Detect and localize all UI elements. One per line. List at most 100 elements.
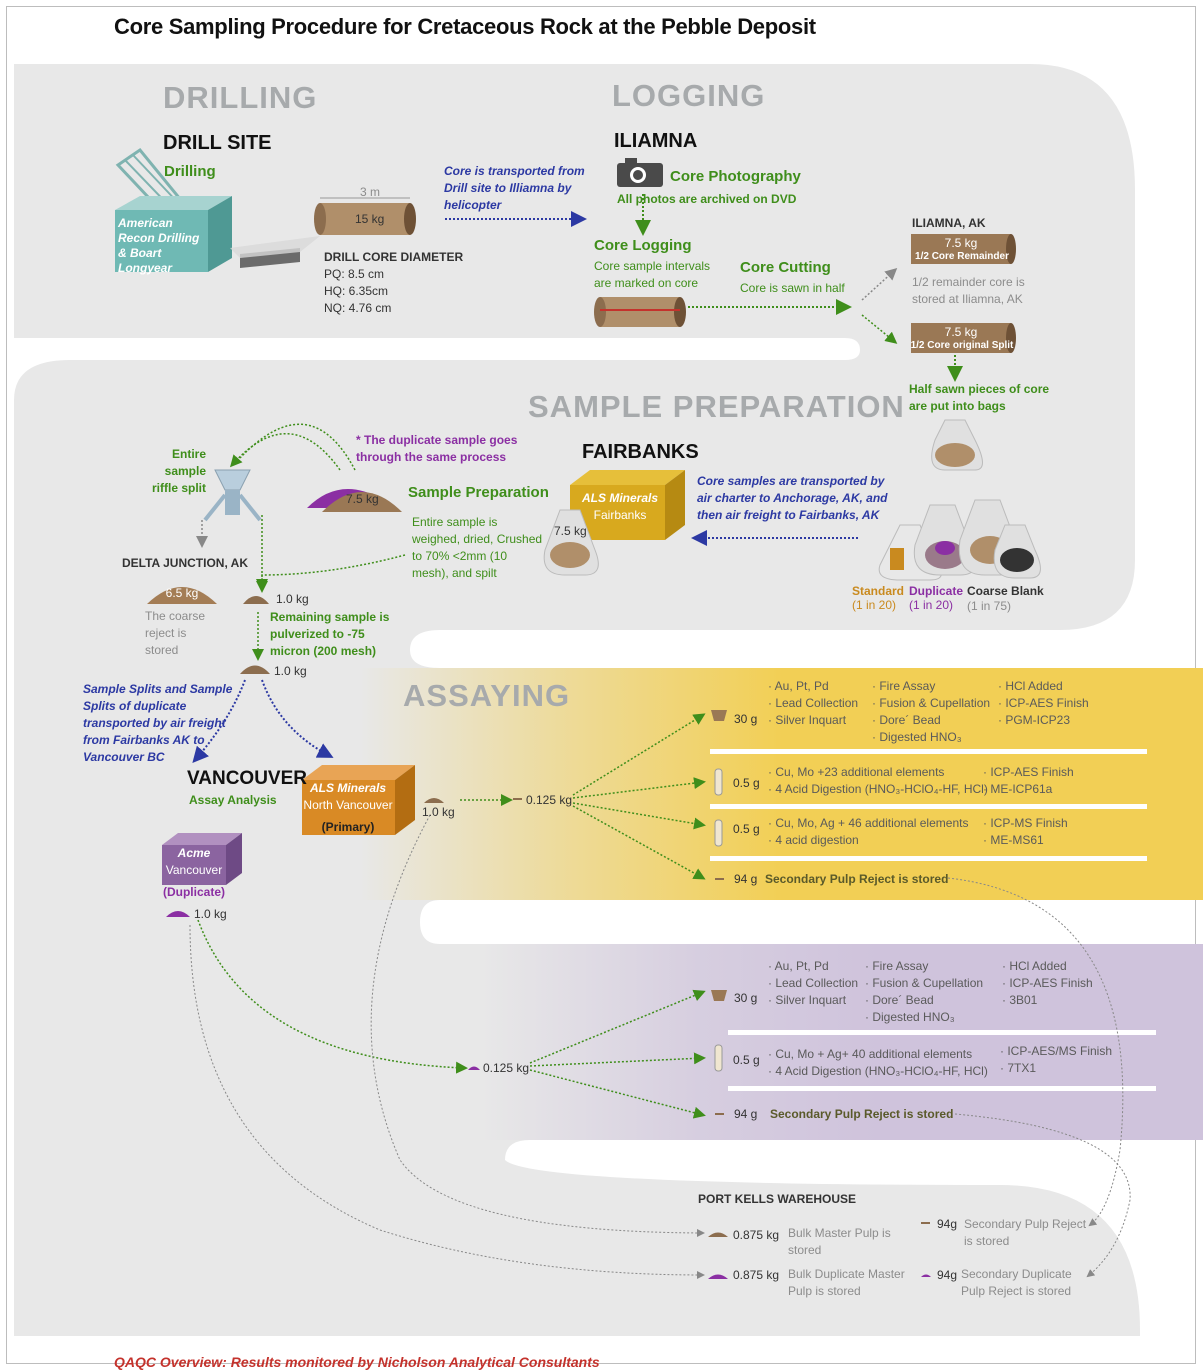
qc-standard: Standard (1 in 20): [852, 584, 905, 612]
coarse-reject-pile-icon: [147, 587, 217, 604]
half-core-remainder-icon: [911, 234, 1016, 264]
coarse-reject-note: The coarse reject is stored: [145, 609, 206, 657]
acme-sub: Vancouver: [165, 863, 223, 877]
core-photography-title: Core Photography: [670, 168, 801, 185]
als-fairbanks-box: [570, 470, 685, 540]
bag-note: Half sawn pieces of core are put into ba…: [909, 382, 1050, 413]
qc-duplicate: Duplicate (1 in 20): [909, 584, 964, 612]
iliamna-ak-title: ILIAMNA, AK: [912, 216, 986, 230]
helicopter-transport-note: Core is transported from Drill site to I…: [444, 164, 585, 212]
dup-row1-amount: 30 g: [734, 991, 758, 1005]
acme-duplicate-label: (Duplicate): [162, 885, 225, 899]
iliamna-title: ILIAMNA: [614, 130, 698, 152]
sample-preparation-title: Sample Preparation: [408, 484, 549, 501]
pile-weight: 7.5 kg: [346, 492, 379, 506]
coarse-reject-weight: 6.5 kg: [165, 586, 199, 600]
als-vancouver-sub: North Vancouver: [303, 798, 393, 812]
qaqc-footer: QAQC Overview: Results monitored by Nich…: [114, 1354, 600, 1370]
bulk-master-note: Bulk Master Pulp is stored: [788, 1226, 891, 1257]
primary-row1-col3: · HCl Added· ICP-AES Finish· PGM-ICP23: [998, 679, 1089, 727]
drill-rig-icon: [115, 147, 320, 272]
primary-row1-col2: · Fire Assay· Fusion & Cupellation· Dore…: [872, 679, 991, 744]
acme-split-weight: 0.125 kg: [483, 1061, 530, 1075]
pulverize-note: Remaining sample is pulverized to -75 mi…: [270, 610, 390, 658]
primary-row2-amount: 0.5 g: [733, 776, 760, 790]
riffle-split-note: Entire sample riffle split: [151, 447, 206, 495]
pulp-pile-icon: [240, 665, 270, 674]
primary-reject-amount: 94 g: [734, 872, 758, 886]
dup-reject-amount: 94 g: [734, 1107, 758, 1121]
dup-row1-col3: · HCl Added· ICP-AES Finish· 3B01: [1002, 959, 1093, 1007]
bulk-master-amount: 0.875 kg: [733, 1228, 780, 1242]
dup-row2-col3: · ICP-AES/MS Finish· 7TX1: [1000, 1044, 1113, 1075]
als-vancouver-label: ALS Minerals: [309, 781, 387, 795]
als-fairbanks-sub: Fairbanks: [593, 508, 647, 522]
fairbanks-bag-weight: 7.5 kg: [554, 524, 587, 538]
acme-label: Acme: [177, 846, 211, 860]
bulk-duplicate-amount: 0.875 kg: [733, 1268, 780, 1282]
primary-row3-amount: 0.5 g: [733, 822, 760, 836]
drill-company-label: American Recon Drilling & Boart Longyear: [118, 216, 200, 275]
page-title: Core Sampling Procedure for Cretaceous R…: [114, 14, 816, 39]
als-pulp-weight: 1.0 kg: [422, 805, 455, 819]
split-pile-icon: [243, 596, 269, 604]
primary-row2-col1: · Cu, Mo +23 additional elements· 4 Acid…: [768, 765, 988, 796]
logging-core-icon: [594, 297, 686, 327]
remainder-note: 1/2 remainder core is stored at Iliamna,…: [912, 275, 1025, 306]
dup-row1-col2: · Fire Assay· Fusion & Cupellation· Dore…: [865, 959, 984, 1024]
secondary-reject-note: Secondary Pulp Reject is stored: [964, 1217, 1087, 1248]
section-drilling: DRILLING: [163, 80, 318, 115]
duplicate-note: * The duplicate sample goes through the …: [356, 433, 518, 464]
fairbanks-transport-note: Core samples are transported by air char…: [697, 474, 888, 522]
als-vancouver-box: [302, 765, 415, 835]
diameter-pq: PQ: 8.5 cm: [324, 267, 385, 281]
core-weight: 15 kg: [355, 212, 385, 226]
photo-archive-note: All photos are archived on DVD: [617, 192, 797, 206]
primary-row3-col1: · Cu, Mo, Ag + 46 additional elements· 4…: [768, 816, 969, 847]
half-core-split-icon: [911, 323, 1016, 353]
diameter-hq: HQ: 6.35cm: [324, 284, 389, 298]
acme-pulp-weight: 1.0 kg: [194, 907, 227, 921]
als-fairbanks-label: ALS Minerals: [581, 491, 659, 505]
section-logging: LOGGING: [612, 78, 766, 113]
primary-row3-col3: · ICP-MS Finish· ME-MS61: [983, 816, 1068, 847]
camera-icon: [617, 158, 663, 187]
sample-pile-icon: [322, 492, 402, 512]
primary-reject-note: Secondary Pulp Reject is stored: [765, 872, 949, 886]
splits-transport-note: Sample Splits and Sample Splits of dupli…: [83, 682, 233, 764]
section-assaying: ASSAYING: [403, 678, 571, 713]
sample-preparation-note: Entire sample is weighed, dried, Crushed…: [412, 515, 543, 580]
assay-analysis-label: Assay Analysis: [189, 793, 277, 807]
core-cutting-note: Core is sawn in half: [740, 281, 845, 295]
secondary-dup-note: Secondary Duplicate Pulp Reject is store…: [961, 1267, 1072, 1298]
delta-junction-title: DELTA JUNCTION, AK: [122, 556, 248, 570]
primary-row1-amount: 30 g: [734, 712, 758, 726]
dup-row2-amount: 0.5 g: [733, 1053, 760, 1067]
primary-row2-col3: · ICP-AES Finish· ME-ICP61a: [983, 765, 1074, 796]
qc-coarse-blank: Coarse Blank (1 in 75): [967, 584, 1044, 613]
sample-bag-icon: [931, 419, 983, 471]
secondary-reject-amount: 94g: [937, 1217, 958, 1231]
dup-reject-note: Secondary Pulp Reject is stored: [770, 1107, 954, 1121]
acme-box: [162, 833, 242, 885]
core-logging-title: Core Logging: [594, 237, 692, 254]
core-length: 3 m: [360, 185, 381, 199]
core-cylinder-icon: [314, 197, 416, 235]
drill-site-title: DRILL SITE: [163, 132, 272, 154]
secondary-dup-amount: 94g: [937, 1268, 958, 1282]
dup-row2-col1: · Cu, Mo + Ag+ 40 additional elements· 4…: [768, 1047, 988, 1078]
split-label: 1/2 Core original Split: [910, 340, 1014, 351]
als-primary-label: (Primary): [321, 820, 375, 834]
core-diameter-title: DRILL CORE DIAMETER: [324, 250, 464, 264]
warehouse-title: PORT KELLS WAREHOUSE: [698, 1192, 857, 1206]
drilling-label: Drilling: [164, 163, 216, 180]
split-weight: 7.5 kg: [944, 325, 978, 339]
diameter-nq: NQ: 4.76 cm: [324, 301, 392, 315]
remainder-weight: 7.5 kg: [944, 236, 978, 250]
primary-row1-col1: · Au, Pt, Pd· Lead Collection· Silver In…: [768, 679, 859, 727]
als-split-weight: 0.125 kg: [526, 793, 573, 807]
split-pile-weight: 1.0 kg: [276, 592, 309, 606]
pulp-weight: 1.0 kg: [274, 664, 307, 678]
vancouver-title: VANCOUVER: [187, 768, 307, 789]
